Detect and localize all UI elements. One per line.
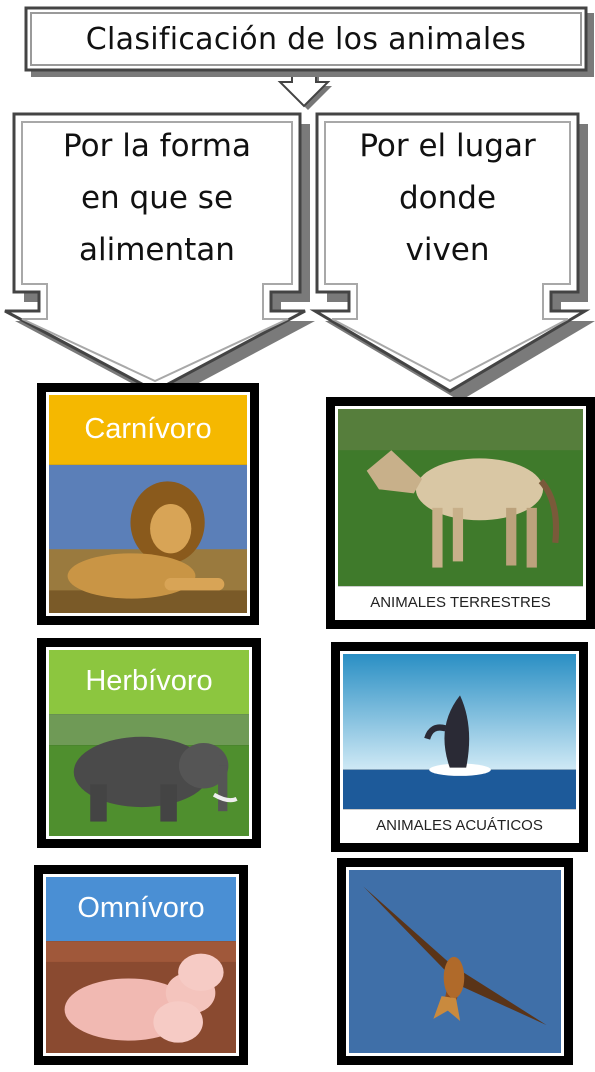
card-terrestres: ANIMALES TERRESTRES xyxy=(326,397,595,629)
diagram-arrows xyxy=(4,6,595,400)
branch-left-text: Por la forma en que se alimentan xyxy=(14,120,300,276)
branch-right-text: Por el lugar donde viven xyxy=(317,120,578,276)
card-herbivoro-band: Herbívoro xyxy=(49,650,249,712)
card-acuaticos-caption: ANIMALES ACUÁTICOS xyxy=(343,809,576,840)
card-herbivoro: Herbívoro xyxy=(37,638,261,848)
eagle-image xyxy=(349,870,561,1053)
card-carnivoro-band: Carnívoro xyxy=(49,395,247,463)
lion-photo: Carnívoro xyxy=(46,392,250,616)
left-branch-arrow xyxy=(4,112,315,400)
card-carnivoro: Carnívoro xyxy=(37,383,259,625)
branch-left-line-2: en que se xyxy=(80,180,234,216)
branch-right-line-1: Por el lugar xyxy=(359,128,536,164)
title-box xyxy=(24,6,594,77)
diagram-title: Clasificación de los animales xyxy=(85,21,527,57)
branch-right-line-3: viven xyxy=(405,232,490,268)
right-branch-arrow xyxy=(309,112,595,400)
branch-left-line-3: alimentan xyxy=(79,232,235,268)
elephant-photo: Herbívoro xyxy=(46,647,252,839)
card-herbivoro-label: Herbívoro xyxy=(85,664,213,697)
card-omnivoro-label: Omnívoro xyxy=(77,891,205,924)
eagle-photo xyxy=(346,867,564,1056)
card-terrestres-caption: ANIMALES TERRESTRES xyxy=(338,586,583,617)
pig-photo: Omnívoro xyxy=(43,874,239,1056)
card-aereos xyxy=(337,858,573,1065)
branch-right-line-2: donde xyxy=(398,180,497,216)
whale-photo: ANIMALES ACUÁTICOS xyxy=(340,651,579,843)
card-omnivoro-band: Omnívoro xyxy=(46,877,236,939)
card-carnivoro-label: Carnívoro xyxy=(84,412,212,445)
branch-left-line-1: Por la forma xyxy=(63,128,251,164)
horse-image xyxy=(338,409,583,617)
card-omnivoro: Omnívoro xyxy=(34,865,248,1065)
horse-photo: ANIMALES TERRESTRES xyxy=(335,406,586,620)
card-acuaticos: ANIMALES ACUÁTICOS xyxy=(331,642,588,852)
